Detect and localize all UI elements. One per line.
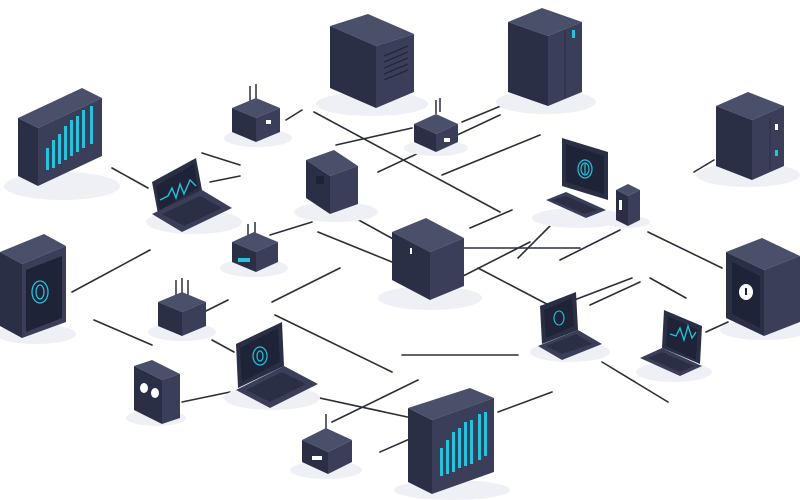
safe-panel bbox=[720, 238, 800, 340]
router-hub bbox=[224, 84, 292, 147]
laptop bbox=[636, 310, 712, 382]
fingerprint-icon bbox=[252, 346, 268, 366]
network-connections bbox=[71, 102, 729, 453]
cube-box bbox=[378, 218, 482, 310]
server-panel bbox=[0, 234, 76, 344]
router-hub bbox=[220, 222, 288, 277]
speaker-icon bbox=[140, 383, 159, 398]
laptop bbox=[146, 158, 242, 234]
waveform-icon bbox=[159, 178, 197, 201]
keyhole-icon bbox=[739, 284, 753, 300]
laptop bbox=[224, 322, 320, 410]
fingerprint-icon bbox=[577, 159, 593, 179]
mini-pc bbox=[606, 184, 650, 228]
monitor bbox=[532, 138, 624, 228]
fingerprint-icon bbox=[31, 280, 49, 304]
server-rack bbox=[4, 88, 120, 200]
router-hub bbox=[404, 98, 468, 156]
equalizer-bars-icon bbox=[46, 106, 93, 170]
waveform-icon bbox=[669, 323, 697, 343]
cube-box bbox=[294, 150, 378, 222]
server-tower bbox=[696, 92, 800, 187]
storage-box bbox=[316, 14, 428, 116]
fingerprint-icon bbox=[553, 310, 565, 326]
speaker-panel bbox=[126, 360, 186, 426]
server-rack bbox=[394, 388, 510, 500]
equalizer-bars-icon bbox=[440, 412, 487, 476]
router-hub bbox=[290, 414, 362, 479]
laptop bbox=[530, 292, 610, 362]
router-hub bbox=[148, 278, 216, 341]
server-tower bbox=[496, 8, 596, 114]
